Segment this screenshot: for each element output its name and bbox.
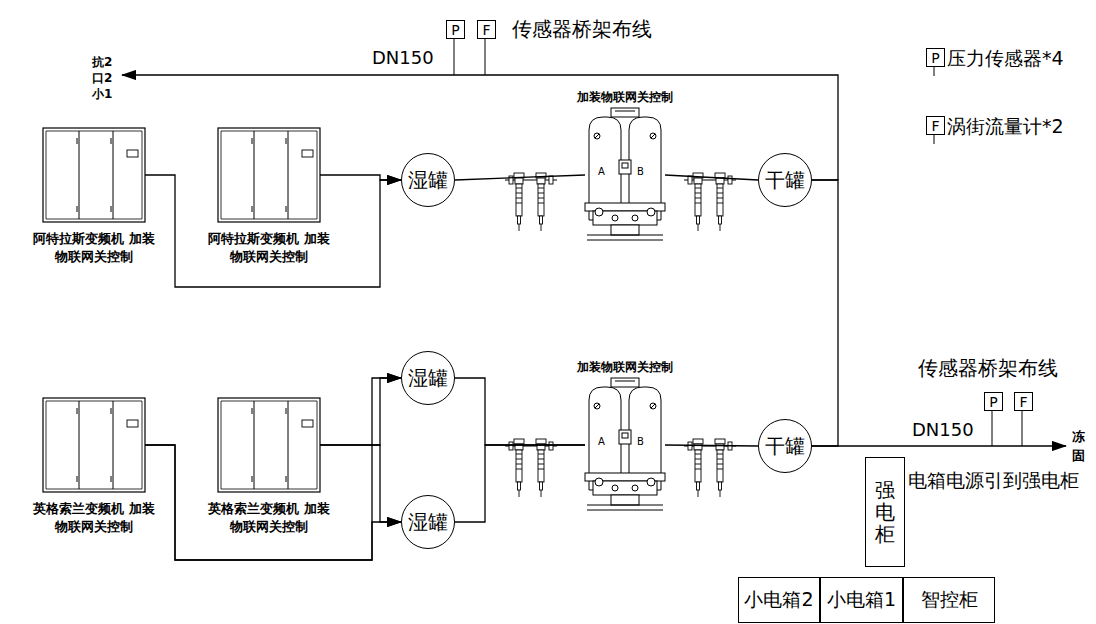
- table-cell: 小电箱2: [738, 577, 820, 623]
- node-text: 强电柜: [875, 479, 895, 545]
- node-text: 干罐: [765, 167, 805, 194]
- pipe-connector: [320, 378, 401, 445]
- legend-text: 压力传感器*4: [947, 48, 1064, 69]
- label-text: 固: [1072, 449, 1085, 463]
- label-text: 抗2: [92, 56, 112, 69]
- sensor-box: P: [446, 20, 465, 39]
- cabinet-box: 强电柜: [865, 457, 905, 567]
- label-text: DN150: [912, 420, 974, 440]
- dryer: 加装物联网关控制: [585, 108, 665, 242]
- table-cell: 智控柜: [903, 577, 995, 623]
- node-text: F: [931, 118, 939, 134]
- legend-symbol: F: [926, 116, 945, 135]
- pipe-connector: [665, 445, 758, 446]
- compressor: 阿特拉斯变频机 加装物联网关控制: [218, 128, 320, 222]
- label-text: 传感器桥架布线: [512, 18, 652, 40]
- pipe-connector: [665, 175, 758, 180]
- node-text: P: [989, 394, 997, 410]
- legend-text: 涡街流量计*2: [947, 116, 1064, 137]
- compressor: 阿特拉斯变频机 加装物联网关控制: [43, 128, 145, 222]
- sensor-box: F: [477, 20, 496, 39]
- node-text: 小电箱2: [744, 587, 813, 613]
- label-text: 冻: [1072, 430, 1085, 444]
- table-cell: 小电箱1: [820, 577, 903, 623]
- sensor-box: P: [984, 392, 1003, 411]
- label-text: 口2: [92, 72, 112, 85]
- node-text: 湿罐: [408, 365, 448, 392]
- pipe-connector: [320, 445, 401, 522]
- tank-circle: 干罐: [758, 153, 812, 207]
- node-text: 阿特拉斯变频机 加装物联网关控制: [204, 230, 334, 265]
- tank-circle: 湿罐: [401, 153, 455, 207]
- compressor: 英格索兰变频机 加装物联网关控制: [218, 398, 320, 492]
- legend-symbol: P: [926, 48, 945, 67]
- label-text: 传感器桥架布线: [918, 357, 1058, 379]
- label-text: 电箱电源引到强电柜: [908, 470, 1079, 491]
- pipe-connector: [812, 180, 838, 446]
- tank-circle: 湿罐: [401, 495, 455, 549]
- node-text: 阿特拉斯变频机 加装物联网关控制: [29, 230, 159, 265]
- pipe-connector: [145, 378, 401, 560]
- node-text: 智控柜: [921, 587, 978, 613]
- pipe-connector: [455, 378, 585, 445]
- node-text: P: [931, 50, 939, 66]
- label-text: A: [598, 436, 605, 447]
- sensor-box: F: [1014, 392, 1033, 411]
- label-text: 小1: [92, 88, 112, 101]
- node-text: 加装物联网关控制: [577, 359, 673, 376]
- node-text: 英格索兰变频机 加装物联网关控制: [29, 500, 159, 535]
- pipe-connector: [455, 175, 585, 180]
- node-text: F: [482, 22, 490, 38]
- label-text: A: [598, 166, 605, 177]
- pipe-connector: [145, 175, 401, 287]
- node-text: F: [1019, 394, 1027, 410]
- pipe-connector: [145, 445, 401, 560]
- node-text: 加装物联网关控制: [577, 89, 673, 106]
- pipe-connector: [320, 175, 401, 180]
- node-text: 小电箱1: [827, 587, 896, 613]
- node-text: 湿罐: [408, 167, 448, 194]
- dryer: 加装物联网关控制: [585, 378, 665, 512]
- label-text: B: [637, 166, 644, 177]
- node-text: 湿罐: [408, 509, 448, 536]
- compressor: 英格索兰变频机 加装物联网关控制: [43, 398, 145, 492]
- node-text: 干罐: [765, 433, 805, 460]
- label-text: B: [637, 436, 644, 447]
- tank-circle: 干罐: [758, 419, 812, 473]
- node-text: 英格索兰变频机 加装物联网关控制: [204, 500, 334, 535]
- pipe-connector: [455, 445, 585, 522]
- node-text: P: [451, 22, 459, 38]
- tank-circle: 湿罐: [401, 351, 455, 405]
- label-text: DN150: [372, 48, 434, 68]
